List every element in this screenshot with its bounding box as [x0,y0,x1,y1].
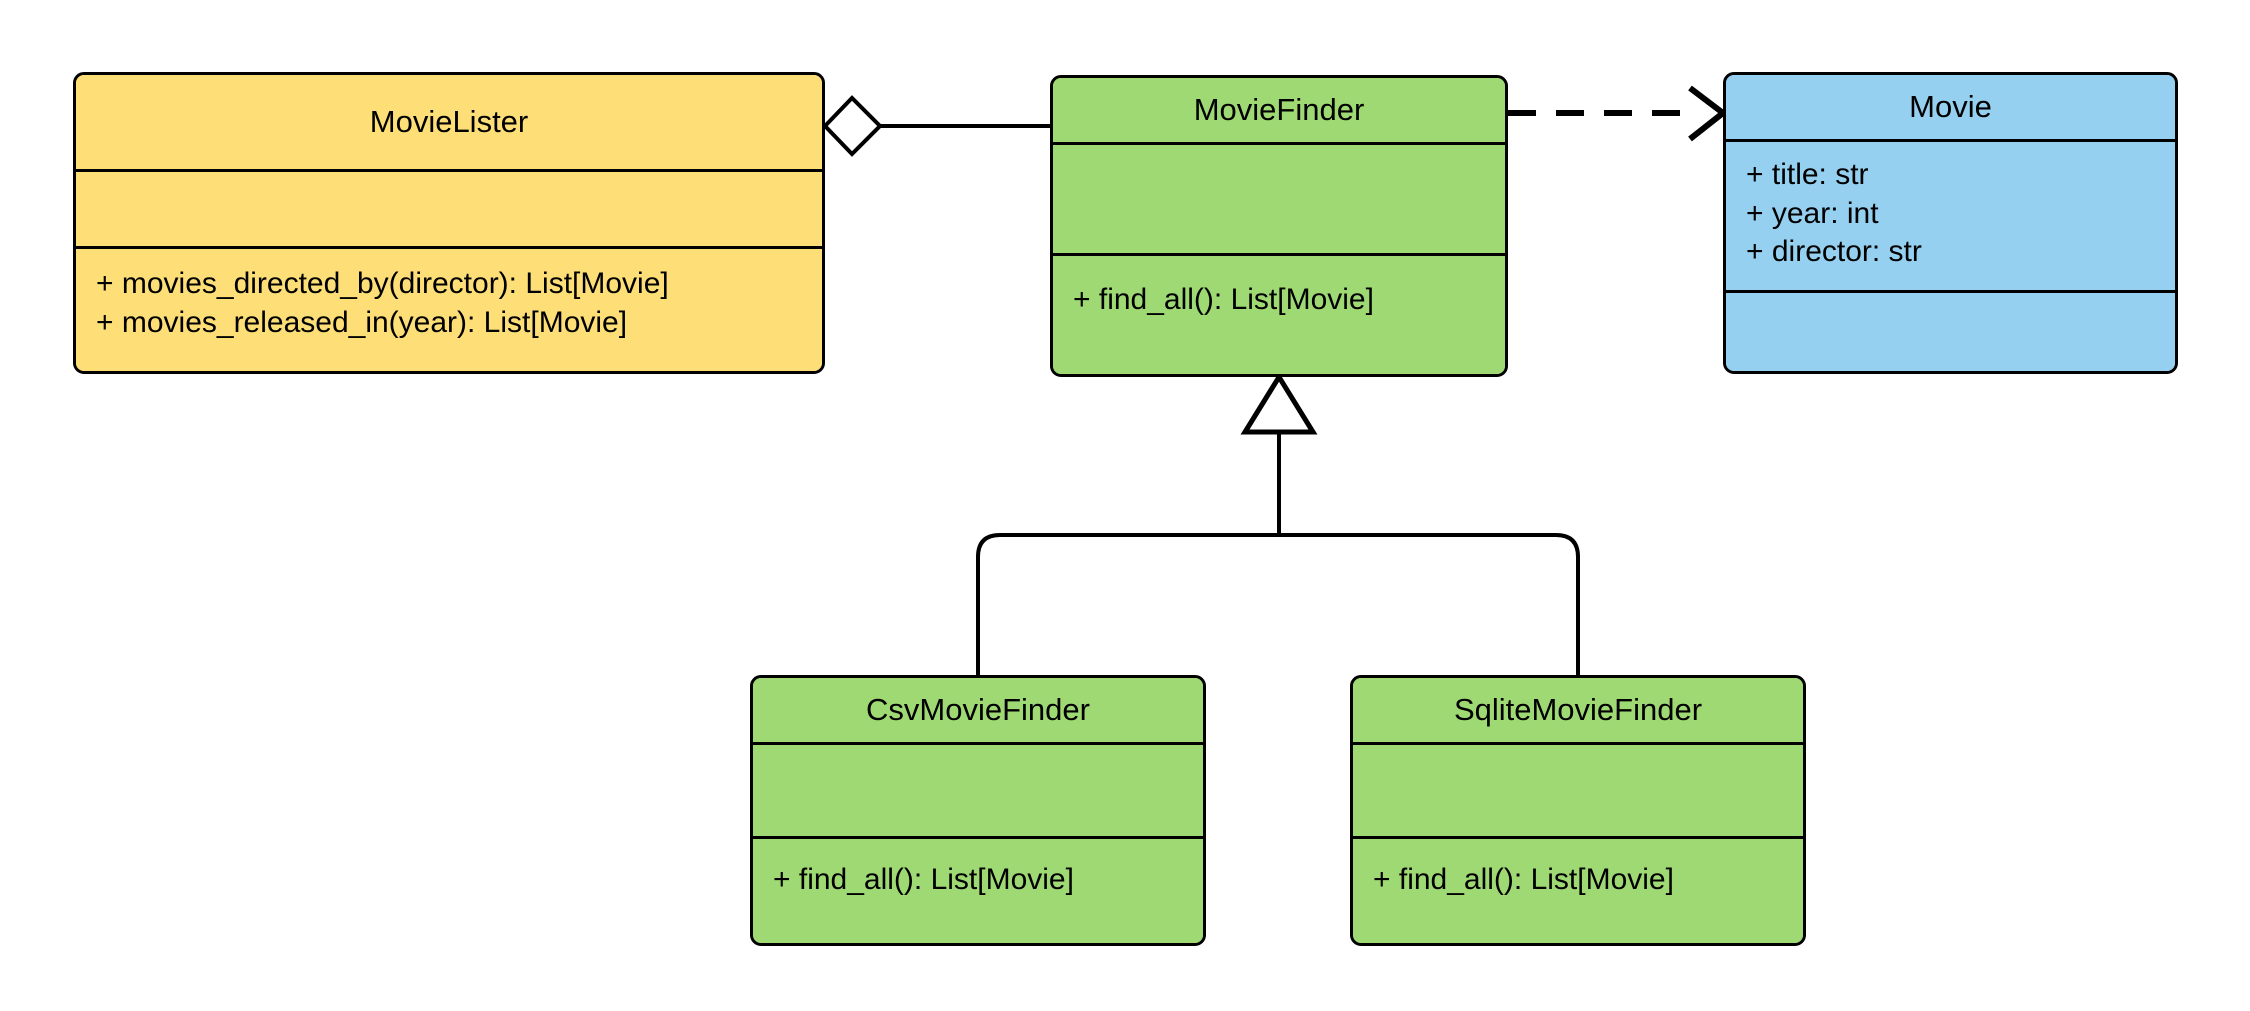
class-operations-csvmoviefinder: + find_all(): List[Movie] [753,839,1203,943]
class-name-movie: Movie [1726,75,2175,143]
attribute-row: + title: str [1746,158,1869,192]
attribute-row: + director: str [1746,235,1922,268]
attribute-row: + year: int [1746,196,1879,230]
class-box-csvmoviefinder[interactable]: CsvMovieFinder + find_all(): List[Movie] [750,675,1206,946]
class-box-movielister[interactable]: MovieLister + movies_directed_by(directo… [73,72,825,374]
class-operations-movielister: + movies_directed_by(director): List[Mov… [76,249,822,371]
class-name-csvmoviefinder: CsvMovieFinder [753,678,1203,746]
class-attributes-csvmoviefinder [753,745,1203,840]
class-box-moviefinder[interactable]: MovieFinder + find_all(): List[Movie] [1050,75,1508,377]
class-name-movielister: MovieLister [76,75,822,172]
class-attributes-movie: + title: str + year: int + director: str [1726,142,2175,293]
operation-row: + find_all(): List[Movie] [1073,283,1374,317]
class-attributes-sqlitemoviefinder [1353,745,1803,840]
operation-row: + movies_directed_by(director): List[Mov… [96,267,669,301]
class-operations-moviefinder: + find_all(): List[Movie] [1053,256,1505,374]
class-attributes-movielister [76,171,822,250]
class-operations-sqlitemoviefinder: + find_all(): List[Movie] [1353,839,1803,943]
generalization-branch-right [1279,533,1580,675]
aggregation-connector[interactable] [822,95,1050,157]
class-attributes-moviefinder [1053,145,1505,257]
open-arrow-icon [1688,85,1728,142]
class-name-sqlitemoviefinder: SqliteMovieFinder [1353,678,1803,746]
generalization-connector[interactable] [976,372,1580,675]
class-name-moviefinder: MovieFinder [1053,78,1505,146]
hollow-triangle-icon [1240,372,1318,435]
class-operations-movie [1726,292,2175,371]
operation-row: + find_all(): List[Movie] [773,863,1074,897]
operation-row: + find_all(): List[Movie] [1373,863,1674,897]
hollow-diamond-icon [822,95,883,157]
class-box-movie[interactable]: Movie + title: str + year: int + directo… [1723,72,2178,374]
generalization-branch-left [976,533,1279,675]
dependency-connector[interactable] [1508,85,1728,142]
operation-row: + movies_released_in(year): List[Movie] [96,305,628,339]
class-box-sqlitemoviefinder[interactable]: SqliteMovieFinder + find_all(): List[Mov… [1350,675,1806,946]
